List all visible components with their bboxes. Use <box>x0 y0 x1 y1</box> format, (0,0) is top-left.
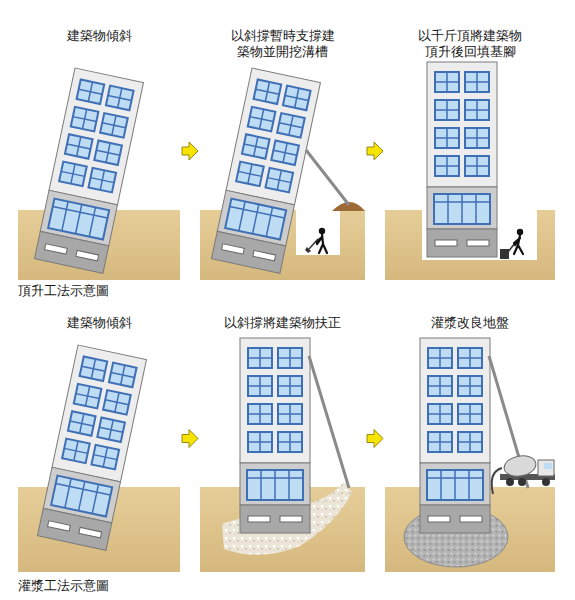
panel-jack-part <box>508 243 515 252</box>
mixer-truck-part <box>544 463 552 469</box>
scene-panel: 以斜撐將建築物扶正 <box>200 305 365 572</box>
panel-grouting <box>385 338 555 572</box>
scene-panel: 灌漿改良地盤 <box>385 305 555 572</box>
panel-brace-trench-part <box>306 150 349 205</box>
panel-tilted-top-part <box>34 68 143 273</box>
panel-straighten-part <box>240 338 310 533</box>
figure-caption: 灌漿工法示意圖 <box>18 578 109 594</box>
panel-jack-part <box>514 235 523 254</box>
step-arrow <box>367 430 383 448</box>
panel-straighten <box>200 338 365 572</box>
panel-tilted-top <box>18 68 180 280</box>
panel-grouting-part <box>492 468 502 494</box>
step-arrow <box>182 430 198 448</box>
step-heading: 以斜撐暫時支撐建 築物並開挖溝槽 <box>227 28 339 60</box>
panel-jack-part <box>500 249 509 259</box>
panel-tilted-bottom <box>18 345 180 572</box>
step-heading: 灌漿改良地盤 <box>410 315 530 331</box>
scene-panel: 以斜撐暫時支撐建 築物並開挖溝槽 <box>200 22 365 280</box>
scene-panel: 以千斤頂將建築物 頂升後回填基腳 <box>385 22 555 280</box>
panel-tilted-bottom-part <box>37 345 146 550</box>
mixer-truck-part <box>542 478 550 486</box>
mixer-truck-part <box>538 460 554 476</box>
mixer-truck-part <box>506 478 514 486</box>
step-arrow <box>367 142 383 160</box>
panel-brace-trench-part <box>305 228 327 253</box>
step-heading: 以斜撐將建築物扶正 <box>218 315 348 331</box>
step-heading: 以千斤頂將建築物 頂升後回填基腳 <box>414 28 526 60</box>
scene-panel: 建築物傾斜 <box>18 305 180 572</box>
mixer-truck-part <box>503 453 538 478</box>
panel-grouting-part <box>420 338 490 533</box>
step-arrow <box>182 142 198 160</box>
mixer-truck-part <box>518 478 526 486</box>
step-heading: 建築物傾斜 <box>39 315 159 331</box>
figure-caption: 頂升工法示意圖 <box>18 283 109 299</box>
panel-jack-part <box>427 62 497 257</box>
step-heading: 建築物傾斜 <box>39 28 159 44</box>
panel-brace-trench-part <box>296 210 340 255</box>
panel-brace-trench-part <box>211 68 320 273</box>
panel-brace-trench <box>200 68 365 280</box>
panel-straighten-part <box>309 356 349 488</box>
panel-jack <box>385 62 555 280</box>
mixer-truck <box>500 453 555 486</box>
scene-panel: 建築物傾斜 <box>18 22 180 280</box>
